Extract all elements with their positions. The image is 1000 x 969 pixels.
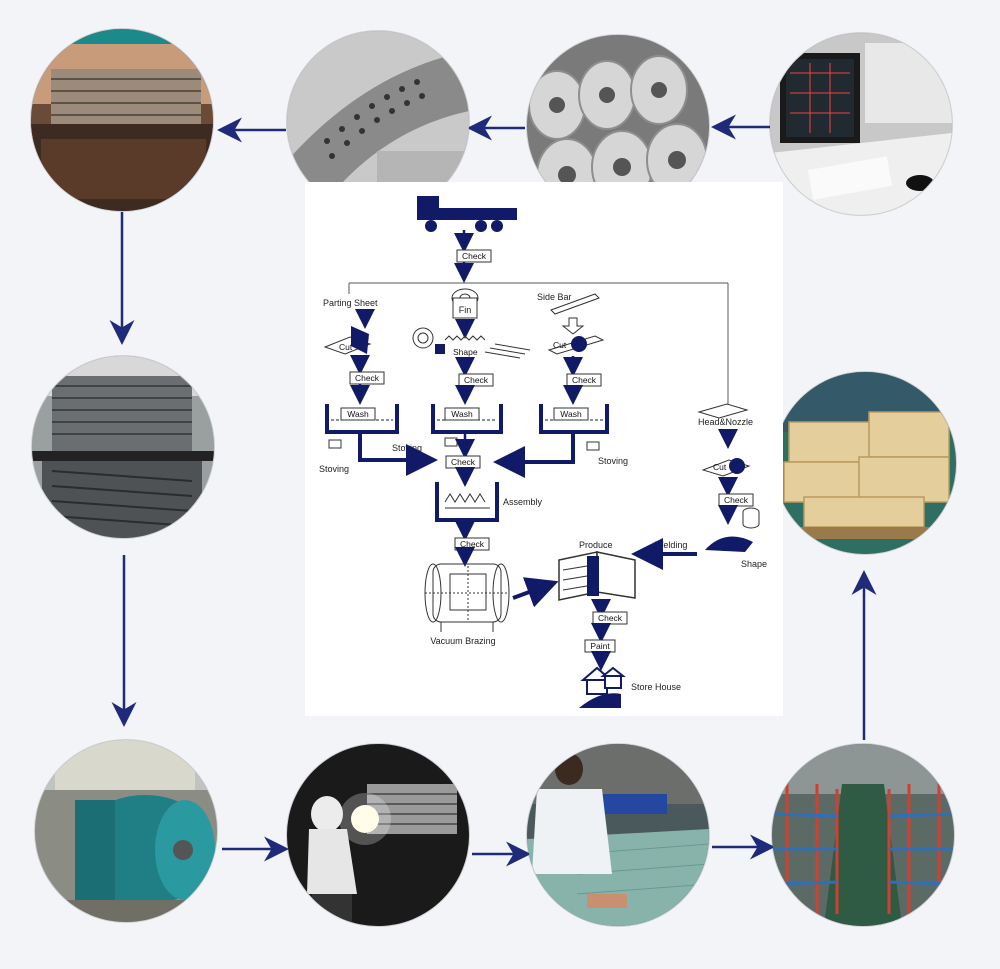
- cut-label-left: Cut: [339, 342, 353, 352]
- check-assembly-label: Check: [451, 457, 476, 467]
- photo-furnace-icon: [35, 740, 217, 922]
- check-mid-label: Check: [464, 375, 489, 385]
- fin-shaping-icon: [412, 327, 531, 359]
- produce-label: Produce: [579, 540, 613, 550]
- stoving-label-right: Stoving: [598, 456, 628, 466]
- store-house-label: Store House: [631, 682, 681, 692]
- wash-tank-right: [539, 404, 609, 434]
- head-nozzle-label: Head&Nozzle: [698, 417, 753, 427]
- cut-shear-icon-left: [323, 326, 372, 355]
- fin-label: Fin: [459, 305, 472, 315]
- photo-welding-icon: [287, 744, 469, 926]
- check-left-label: Check: [355, 373, 380, 383]
- shape-label-fin: Shape: [453, 347, 478, 357]
- check-brazing-label: Check: [460, 539, 485, 549]
- check-top-label: Check: [462, 251, 487, 261]
- check-right-label: Check: [572, 375, 597, 385]
- truck-icon: [417, 196, 517, 232]
- check-head-label: Check: [724, 495, 749, 505]
- wash-label-right: Wash: [560, 409, 582, 419]
- photo-oven-icon: [31, 29, 213, 211]
- fin-roll-icon: [451, 288, 479, 319]
- shape-pipe-icon: [705, 507, 760, 552]
- parting-sheet-label: Parting Sheet: [323, 298, 378, 308]
- photo-core-icon: [32, 356, 214, 538]
- photo-crates-icon: [774, 372, 956, 554]
- photo-cad-icon: [770, 33, 952, 215]
- welding-label: Welding: [655, 540, 687, 550]
- vacuum-furnace-icon: [424, 563, 510, 632]
- process-flowchart: Check Parting Sheet Cut Check Wash Stovi…: [305, 182, 783, 716]
- cut-label-right: Cut: [553, 340, 567, 350]
- paint-label: Paint: [590, 641, 610, 651]
- photo-leaktest-icon: [527, 744, 709, 926]
- store-house-icon: [579, 666, 626, 708]
- vacuum-brazing-label: Vacuum Brazing: [430, 636, 495, 646]
- assembly-stack-icon: [435, 482, 499, 522]
- wash-label-mid: Wash: [451, 409, 473, 419]
- assembly-label: Assembly: [503, 497, 543, 507]
- photo-warehouse-icon: [772, 744, 954, 926]
- wash-label-left: Wash: [347, 409, 369, 419]
- stoving-label-left: Stoving: [319, 464, 349, 474]
- produce-unit-icon: [558, 551, 636, 601]
- check-produce-label: Check: [598, 613, 623, 623]
- cut-shear-icon-right: [547, 335, 605, 355]
- cut-shear-icon-head: [701, 458, 751, 477]
- shape-label-head: Shape: [741, 559, 767, 569]
- cut-label-head: Cut: [713, 462, 727, 472]
- side-bar-label: Side Bar: [537, 292, 572, 302]
- stoving-label-mid: Stoving: [392, 443, 422, 453]
